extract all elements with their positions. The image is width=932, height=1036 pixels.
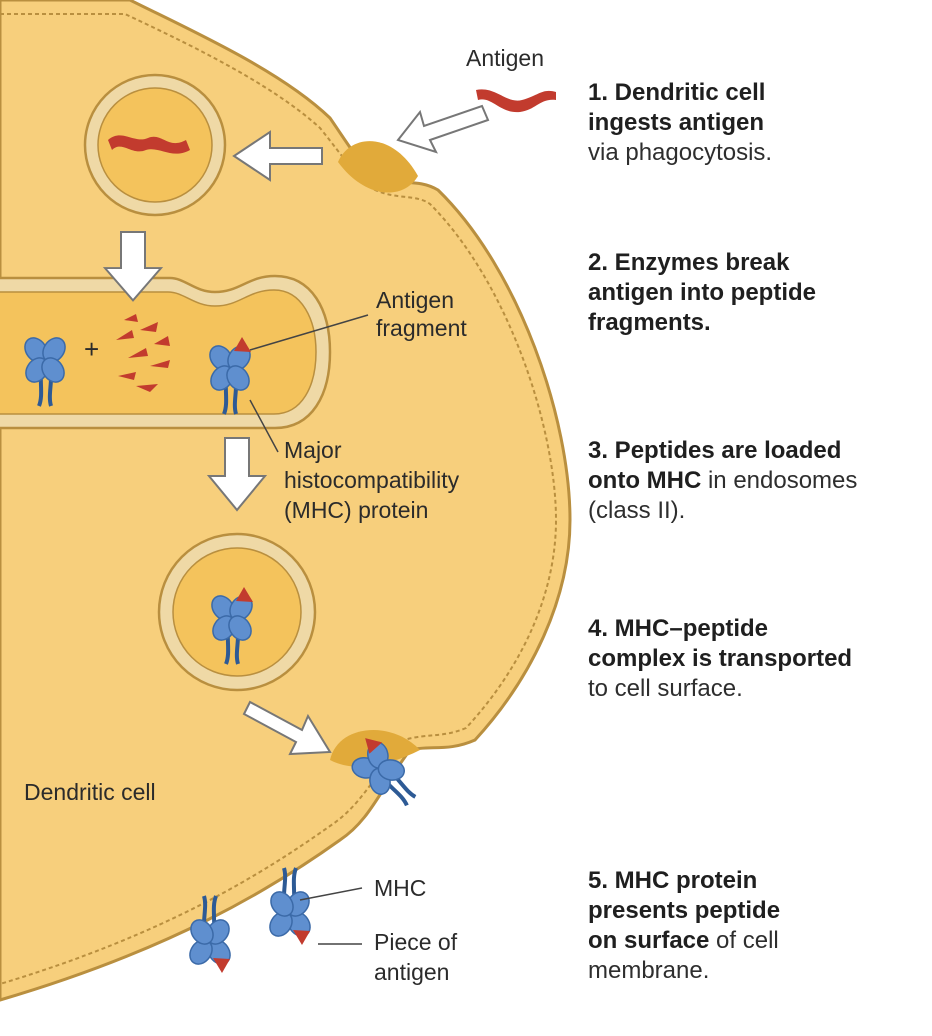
label-dendritic-cell: Dendritic cell xyxy=(24,779,156,805)
label-antigen-fragment-line2: fragment xyxy=(376,315,467,341)
step-1-line1: 1. Dendritic cell xyxy=(588,79,765,106)
transport-vesicle xyxy=(157,532,317,692)
label-mhc-line2: histocompatibility xyxy=(284,467,460,493)
step-3-line2: onto MHC in endosomes xyxy=(588,467,857,494)
label-antigen-fragment-line1: Antigen xyxy=(376,287,454,313)
step-3-line1: 3. Peptides are loaded xyxy=(588,437,841,464)
step-4-line3: to cell surface. xyxy=(588,675,743,702)
step-2-line1: 2. Enzymes break xyxy=(588,249,790,276)
step-1-line2: ingests antigen xyxy=(588,109,764,136)
phagosome xyxy=(83,73,227,217)
leader-antigen-fragment xyxy=(249,314,369,351)
arrow-to-phagosome xyxy=(232,130,323,182)
label-mhc-line1: Major xyxy=(284,437,342,463)
step-5-line4: membrane. xyxy=(588,957,709,984)
endosome xyxy=(0,274,332,430)
arrow-to-surface xyxy=(242,700,332,756)
step-3-line3: (class II). xyxy=(588,497,685,524)
arrow-into-cell xyxy=(396,104,490,154)
step-3-line2-bold: onto MHC xyxy=(588,467,701,494)
peptide-fragments xyxy=(116,314,170,392)
step-4-line1: 4. MHC–peptide xyxy=(588,615,768,642)
step-5-line3: on surface of cell xyxy=(588,927,779,954)
antigen-icon xyxy=(476,89,556,113)
step-5-line1: 5. MHC protein xyxy=(588,867,757,894)
cell-membrane-inner xyxy=(0,13,558,985)
label-plus: + xyxy=(84,334,99,364)
leader-mhc xyxy=(249,399,279,453)
step-1-line3: via phagocytosis. xyxy=(588,139,772,166)
leader-mhc-short xyxy=(299,887,363,901)
step-5-line3-rest: of cell xyxy=(709,927,778,954)
step-4-line2: complex is transported xyxy=(588,645,852,672)
step-5-line2: presents peptide xyxy=(588,897,780,924)
ingested-antigen xyxy=(108,135,190,154)
step-2-line2: antigen into peptide xyxy=(588,279,816,306)
step-3-line2-rest: in endosomes xyxy=(701,467,857,494)
step-2-line3: fragments. xyxy=(588,309,711,336)
phagocytic-pocket xyxy=(338,141,418,193)
label-mhc-short: MHC xyxy=(374,875,426,901)
step-5-line3-bold: on surface xyxy=(588,927,709,954)
label-piece-line1: Piece of xyxy=(374,929,458,955)
label-piece-line2: antigen xyxy=(374,959,449,985)
label-antigen: Antigen xyxy=(466,45,544,71)
label-mhc-line3: (MHC) protein xyxy=(284,497,428,523)
